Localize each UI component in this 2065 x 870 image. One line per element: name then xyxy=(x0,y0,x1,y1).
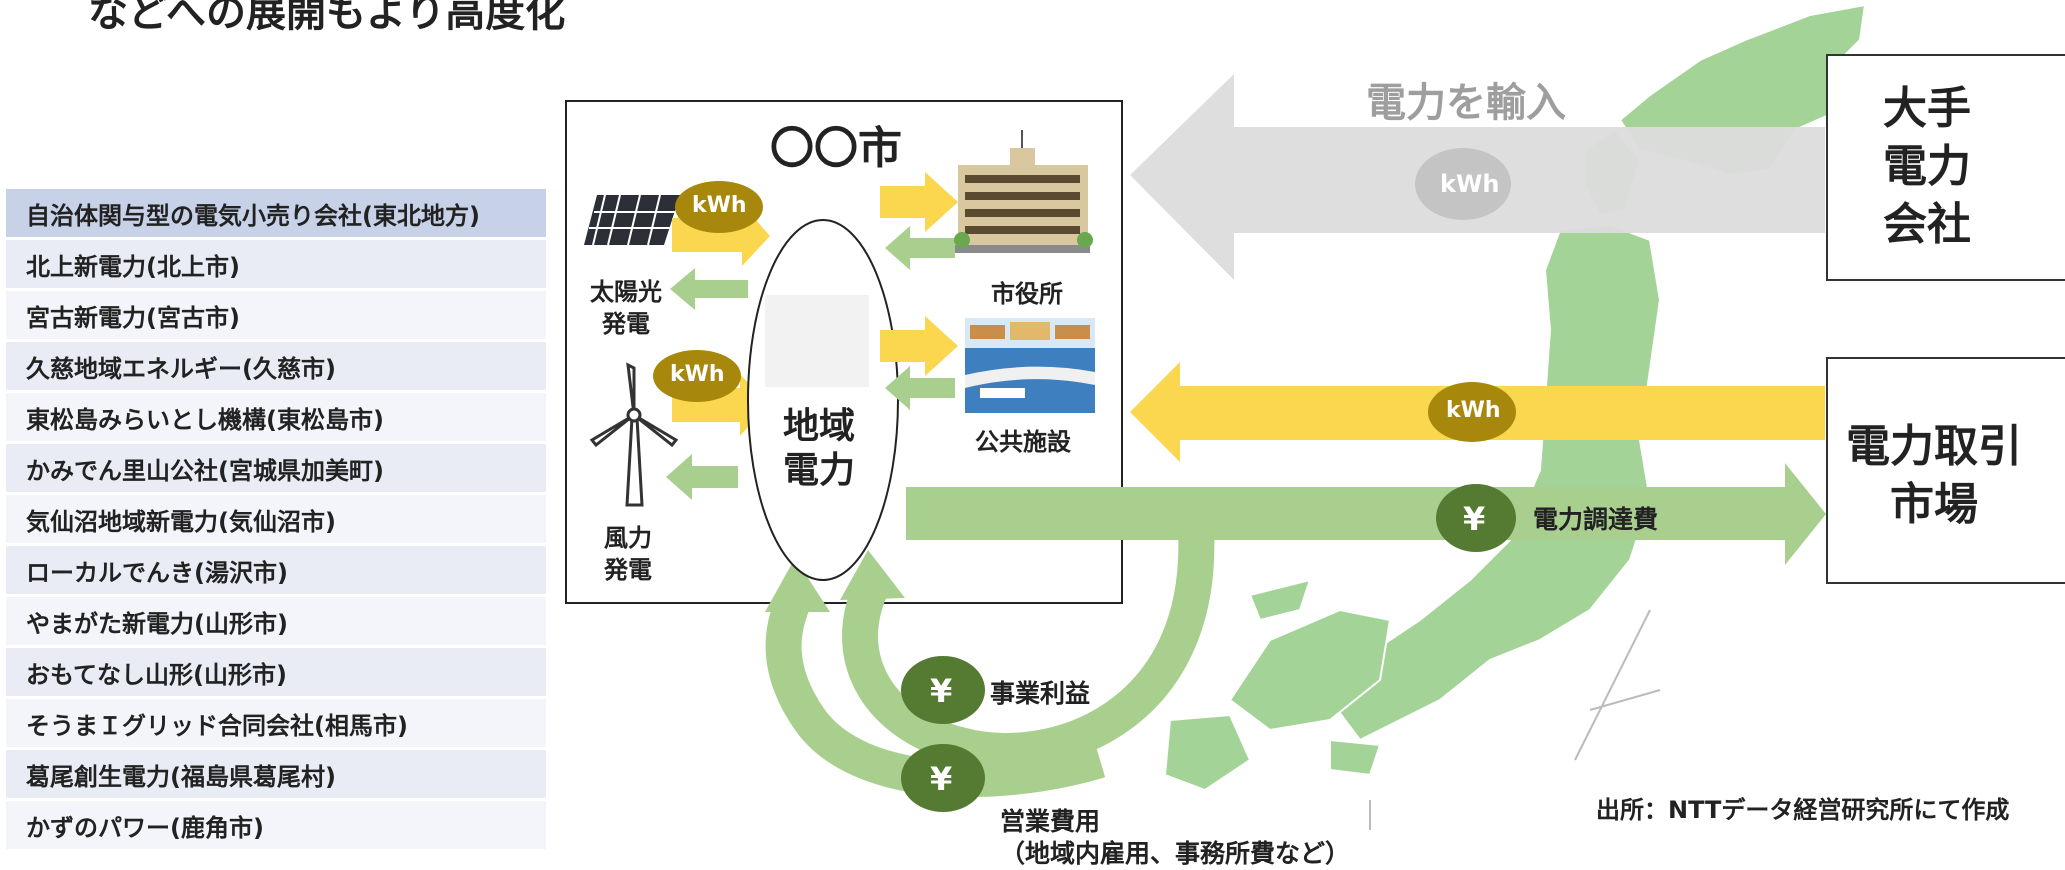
table-row: 北上新電力(北上市) xyxy=(6,240,546,288)
source-note: 出所：NTTデータ経営研究所にて作成 xyxy=(1596,796,2010,824)
heading-fragment: などへの展開もより高度化 xyxy=(88,0,566,36)
opex-yen-badge xyxy=(901,744,985,812)
table-row: かずのパワー(鹿角市) xyxy=(6,801,546,849)
power-exchange-label: 電力取引 市場 xyxy=(1846,421,2022,530)
table-row: かみでん里山公社(宮城県加美町) xyxy=(6,444,546,492)
power-exchange-box xyxy=(1826,357,2065,584)
market-cost-label: 電力調達費 xyxy=(1533,505,1659,534)
table-row: やまがた新電力(山形市) xyxy=(6,597,546,645)
table-row: ローカルでんき(湯沢市) xyxy=(6,546,546,594)
market-yen-text: ¥ xyxy=(1463,500,1486,538)
profit-yen-text: ¥ xyxy=(930,672,953,710)
solar-label: 太陽光 発電 xyxy=(590,278,662,338)
cityhall-return-arrow xyxy=(885,226,955,270)
import-kwh-text: kWh xyxy=(1440,170,1500,198)
wind-return-arrow xyxy=(666,454,738,500)
hub-label: 地域 電力 xyxy=(783,406,856,491)
solar-panel-icon xyxy=(584,194,680,246)
opex-curve-arrow xyxy=(765,590,1106,797)
table-row: 東松島みらいとし機構(東松島市) xyxy=(6,393,546,441)
opex-arrowhead xyxy=(765,558,830,612)
city-title: 〇〇市 xyxy=(770,123,902,174)
table-header: 自治体関与型の電気小売り会社(東北地方) xyxy=(6,189,546,237)
wind-kwh-badge xyxy=(653,350,741,402)
public-facility-icon xyxy=(965,318,1095,413)
opex-detail: （地域内雇用、事務所費など） xyxy=(1000,839,1351,868)
table-row: そうまＩグリッド合同会社(相馬市) xyxy=(6,699,546,747)
import-label: 電力を輸入 xyxy=(1366,80,1566,126)
hub-placeholder xyxy=(765,295,869,387)
city-hall-label: 市役所 xyxy=(991,280,1063,308)
profit-yen-badge xyxy=(901,656,985,724)
wind-turbine-icon xyxy=(589,362,679,507)
opex-yen-text: ¥ xyxy=(930,760,953,798)
solar-kwh-badge xyxy=(675,181,763,233)
market-kwh-badge xyxy=(1428,382,1516,442)
municipal-utility-table: 自治体関与型の電気小売り会社(東北地方) 北上新電力(北上市) 宮古新電力(宮古… xyxy=(6,189,546,852)
market-cost-arrow xyxy=(906,463,1826,565)
solar-return-arrow xyxy=(670,268,748,310)
facility-kwh-arrow xyxy=(880,316,958,376)
wind-kwh-text: kWh xyxy=(670,362,725,387)
market-kwh-text: kWh xyxy=(1446,398,1501,423)
opex-label: 営業費用 xyxy=(1000,807,1101,836)
profit-curve-arrow xyxy=(842,529,1215,769)
solar-kwh-text: kWh xyxy=(692,193,747,218)
table-row: おもてなし山形(山形市) xyxy=(6,648,546,696)
table-row: 久慈地域エネルギー(久慈市) xyxy=(6,342,546,390)
table-row: 宮古新電力(宮古市) xyxy=(6,291,546,339)
major-utility-label: 大手 電力 会社 xyxy=(1883,83,1971,250)
profit-label: 事業利益 xyxy=(990,679,1091,708)
facility-return-arrow xyxy=(885,366,955,410)
table-row: 気仙沼地域新電力(気仙沼市) xyxy=(6,495,546,543)
table-row: 葛尾創生電力(福島県葛尾村) xyxy=(6,750,546,798)
public-facility-label: 公共施設 xyxy=(975,428,1071,456)
hub-ellipse xyxy=(747,219,899,581)
major-utility-box xyxy=(1826,54,2065,281)
wind-label: 風力 発電 xyxy=(604,524,652,584)
city-hall-icon xyxy=(954,130,1093,253)
import-kwh-badge xyxy=(1415,148,1511,220)
profit-arrowhead xyxy=(840,550,905,600)
market-yen-badge xyxy=(1436,484,1516,552)
cityhall-kwh-arrow xyxy=(880,172,958,232)
map-inset-lines xyxy=(1369,609,1661,830)
